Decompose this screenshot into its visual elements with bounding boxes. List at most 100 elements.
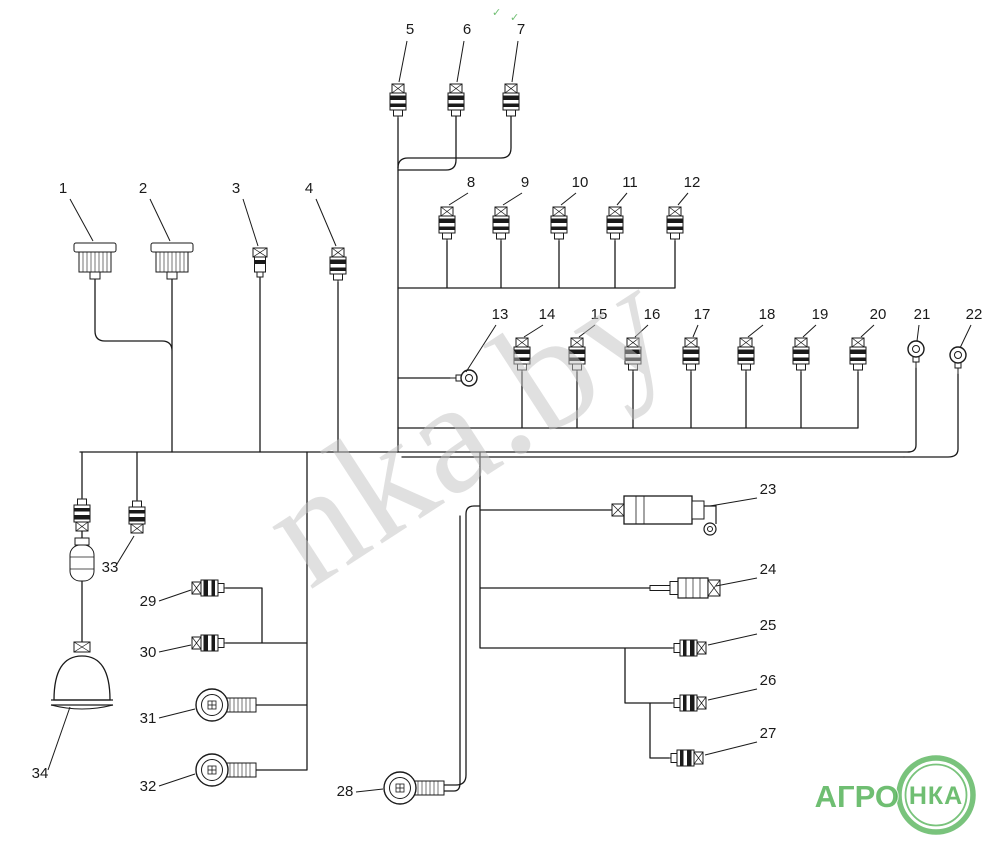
- callout-leader-19: [802, 324, 817, 338]
- part-5: [389, 83, 407, 119]
- callout-number-17: 17: [694, 306, 711, 323]
- harness-wires: [79, 115, 959, 792]
- callout-number-33: 33: [102, 559, 119, 576]
- part-fuse-left: [69, 537, 95, 582]
- callout-number-2: 2: [139, 180, 147, 197]
- part-3: [252, 247, 268, 278]
- callout-number-28: 28: [337, 783, 354, 800]
- callout-leader-27: [704, 741, 758, 756]
- part-1: [73, 242, 117, 280]
- logo-text-left: АГРО: [815, 779, 899, 814]
- callout-number-16: 16: [644, 306, 661, 323]
- callout-number-25: 25: [760, 617, 777, 634]
- callout-leader-10: [560, 192, 577, 206]
- part-19: [792, 337, 810, 373]
- callout-number-21: 21: [914, 306, 931, 323]
- callout-number-24: 24: [760, 561, 777, 578]
- part-22: [949, 346, 967, 375]
- brand-logo: АГРО НКА: [814, 755, 976, 835]
- part-34: [50, 641, 114, 710]
- callout-leader-7: [511, 40, 519, 83]
- callout-number-11: 11: [622, 174, 638, 191]
- part-10: [550, 206, 568, 242]
- callout-leader-26: [707, 688, 758, 701]
- callout-leader-33: [116, 535, 135, 565]
- callout-leader-29: [158, 589, 192, 602]
- callout-leader-1: [69, 198, 94, 242]
- part-26: [671, 694, 707, 712]
- callout-leader-23: [709, 497, 758, 507]
- callout-number-14: 14: [539, 306, 556, 323]
- callout-number-1: 1: [59, 180, 67, 197]
- callout-leader-30: [158, 644, 192, 653]
- callout-leader-24: [715, 577, 758, 587]
- callout-number-26: 26: [760, 672, 777, 689]
- part-12: [666, 206, 684, 242]
- part-4: [329, 247, 347, 283]
- part-27: [668, 749, 704, 767]
- part-11: [606, 206, 624, 242]
- part-33: [128, 498, 146, 534]
- callout-leader-6: [456, 40, 465, 83]
- callout-number-30: 30: [140, 644, 157, 661]
- callout-leader-28: [355, 788, 384, 793]
- callout-leader-34: [47, 706, 71, 771]
- callout-number-34: 34: [32, 765, 49, 782]
- part-31: [195, 688, 257, 722]
- callout-number-20: 20: [870, 306, 887, 323]
- callout-leader-3: [242, 198, 259, 247]
- callout-number-4: 4: [305, 180, 313, 197]
- callout-number-22: 22: [966, 306, 983, 323]
- callout-leader-4: [315, 198, 337, 247]
- callout-leader-11: [616, 192, 628, 206]
- callout-number-31: 31: [140, 710, 157, 727]
- callout-number-18: 18: [759, 306, 776, 323]
- part-24: [649, 577, 721, 599]
- callout-leader-8: [448, 192, 469, 206]
- top-mark-icon: ✓: [492, 7, 501, 19]
- callout-leader-14: [523, 324, 544, 338]
- part-8: [438, 206, 456, 242]
- part-28: [383, 771, 445, 805]
- callout-number-9: 9: [521, 174, 529, 191]
- part-30: [191, 634, 227, 652]
- part-2: [150, 242, 194, 280]
- logo-text-circle: НКА: [909, 782, 963, 810]
- callout-number-12: 12: [684, 174, 701, 191]
- callout-number-27: 27: [760, 725, 777, 742]
- callout-leader-20: [860, 324, 875, 338]
- callout-leader-2: [149, 198, 171, 242]
- callout-number-6: 6: [463, 21, 471, 38]
- callout-leader-25: [707, 633, 758, 646]
- callout-leader-32: [158, 773, 196, 787]
- callout-leader-12: [677, 192, 689, 206]
- callout-number-3: 3: [232, 180, 240, 197]
- callout-number-23: 23: [760, 481, 777, 498]
- callout-number-19: 19: [812, 306, 829, 323]
- part-32: [195, 753, 257, 787]
- callout-number-32: 32: [140, 778, 157, 795]
- callout-leader-31: [158, 708, 196, 719]
- part-23: [611, 495, 717, 536]
- top-mark-icon: ✓: [510, 12, 519, 24]
- callout-number-7: 7: [517, 21, 525, 38]
- callout-leader-16: [634, 324, 649, 338]
- callout-leader-5: [398, 40, 408, 83]
- callout-leader-22: [959, 324, 972, 349]
- callout-number-15: 15: [591, 306, 608, 323]
- callout-leader-21: [916, 324, 920, 342]
- callout-leader-9: [502, 192, 523, 206]
- callout-leader-17: [692, 324, 699, 338]
- callout-leader-13: [465, 324, 497, 373]
- callout-number-10: 10: [572, 174, 589, 191]
- callout-leader-15: [578, 324, 596, 338]
- part-25: [671, 639, 707, 657]
- callout-number-13: 13: [492, 306, 509, 323]
- callout-number-29: 29: [140, 593, 157, 610]
- part-6: [447, 83, 465, 119]
- logo-outer-ring: [896, 755, 976, 835]
- part-7: [502, 83, 520, 119]
